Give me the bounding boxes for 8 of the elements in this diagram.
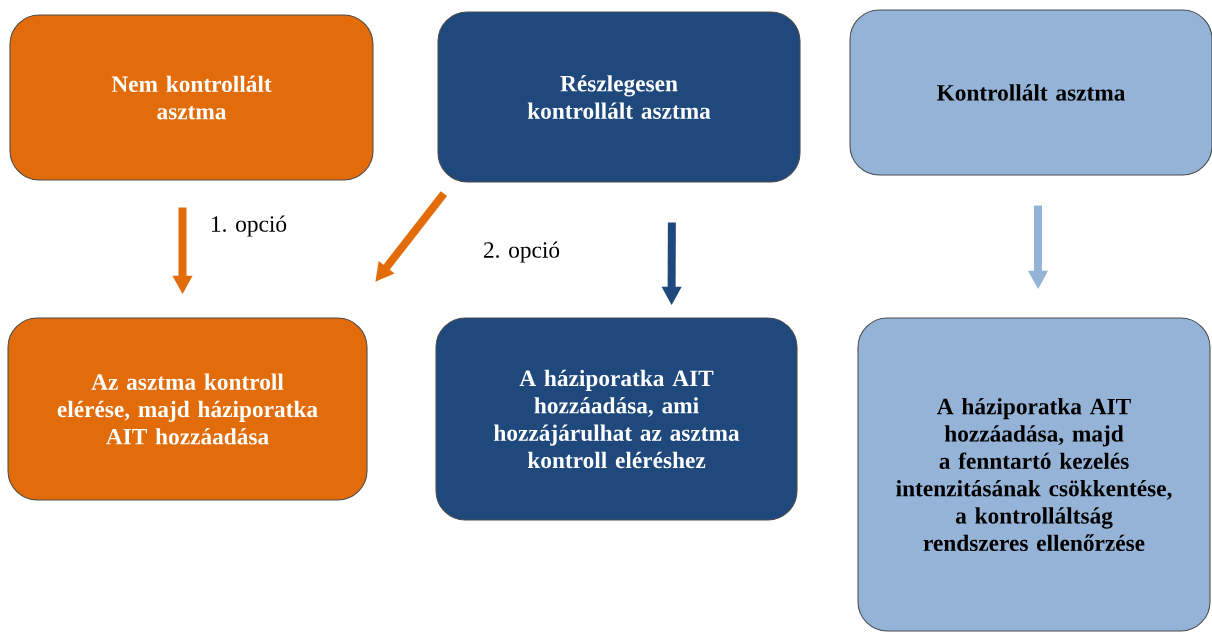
process-box: Nem kontrollált asztma: [9, 14, 374, 181]
edge-label: 2. opció: [483, 241, 560, 263]
process-box: A háziporatka AIT hozzáadása, majd a fenntartó kezelés intenzitásának csökkentése, a kontrolláltság rendszeres ellenőrzése: [857, 317, 1211, 632]
process-box: Részlegesen kontrollált asztma: [437, 11, 801, 183]
process-box: A háziporatka AIT hozzáadása, ami hozzájárulhat az asztma kontroll eléréshez: [435, 317, 798, 521]
process-box: Az asztma kontroll elérése, majd háziporatka AIT hozzáadása: [7, 317, 368, 501]
process-box: Kontrollált asztma: [849, 9, 1212, 176]
edge-label: 1. opció: [212, 215, 287, 237]
